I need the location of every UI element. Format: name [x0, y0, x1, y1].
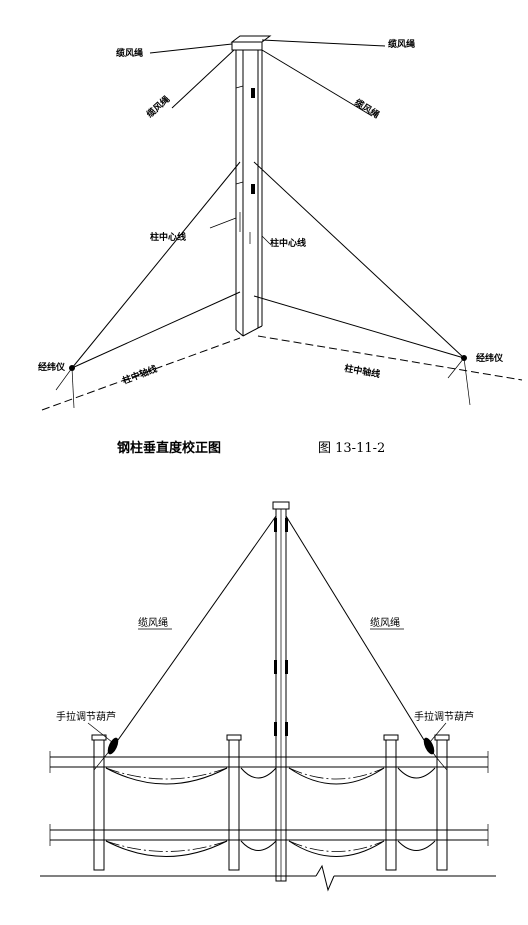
column-isometric — [230, 35, 272, 337]
theodolite-left-icon — [55, 365, 75, 409]
theodolite-right-icon — [447, 355, 471, 406]
guy-rope-label-top-right: 缆风绳 — [388, 38, 415, 50]
hoist-label-left: 手拉调节葫芦 — [56, 710, 116, 723]
safety-nets — [105, 767, 436, 857]
bottom-figure: 缆风绳 缆风绳 手拉调节葫芦 手拉调节葫芦 — [40, 501, 496, 892]
guy-rope-label-right: 缆风绳 — [370, 616, 400, 629]
column-axis-label-left: 柱中轴线 — [121, 363, 159, 387]
guy-rope-label-left: 缆风绳 — [138, 616, 168, 629]
beams — [49, 751, 489, 846]
theodolite-label-right: 经纬仪 — [476, 352, 504, 364]
lower-columns — [91, 734, 450, 871]
top-figure: 缆风绳 缆风绳 缆风绳 缆风绳 柱中心线 柱中心线 经纬仪 经纬仪 柱中轴线 柱… — [38, 35, 523, 411]
hoist-left-icon — [107, 737, 119, 755]
theodolite-label-left: 经纬仪 — [38, 361, 66, 373]
guy-rope-label-left: 缆风绳 — [144, 93, 172, 120]
main-column — [272, 501, 290, 882]
ground-line — [40, 864, 496, 892]
column-centerline-label-right: 柱中心线 — [270, 237, 306, 249]
guy-rope-label-right: 缆风绳 — [352, 96, 381, 120]
hoist-label-right: 手拉调节葫芦 — [414, 710, 474, 723]
hoist-right-icon — [423, 737, 435, 755]
guy-rope-label-top-left: 缆风绳 — [116, 47, 143, 59]
figure-title: 钢柱垂直度校正图 — [117, 440, 221, 456]
column-centerline-label-left: 柱中心线 — [150, 231, 186, 243]
column-axis-label-right: 柱中轴线 — [343, 362, 381, 380]
figure-number: 图 13-11-2 — [318, 441, 385, 456]
